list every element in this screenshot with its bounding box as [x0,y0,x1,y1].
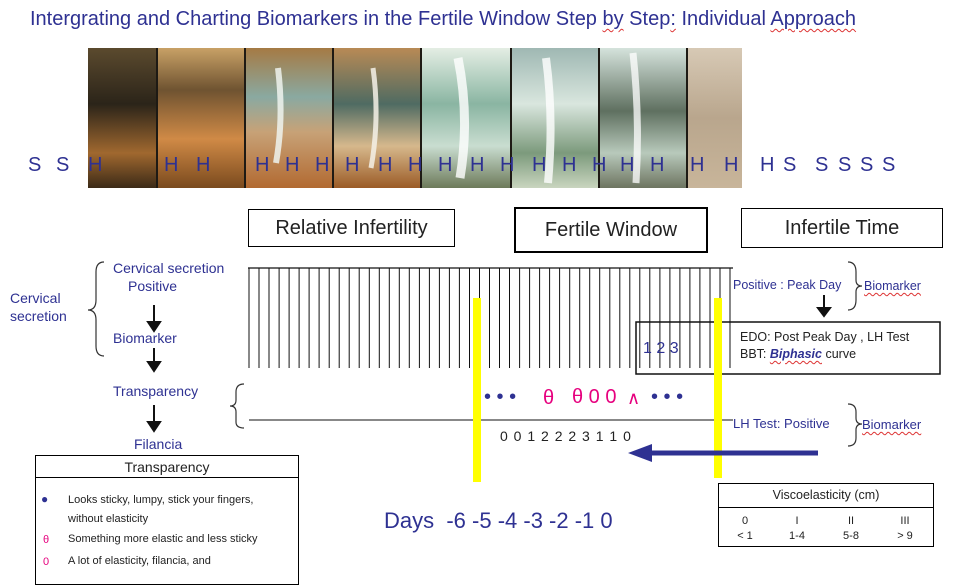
legend-item-1-line-1: Looks sticky, lumpy, stick your fingers, [68,494,254,506]
sequence-letter-s: S [860,154,874,176]
transparency-legend: Transparency ● Looks sticky, lumpy, stic… [35,455,299,585]
page-title: Intergrating and Charting Biomarkers in … [30,8,857,30]
sequence-letter-h: H [408,154,423,176]
bbt-label: BBT: Biphasic curve [740,347,857,361]
sequence-letter-h: H [88,154,103,176]
fertile-end-bar [714,298,722,478]
transparency-symbols-right: • • • [651,386,684,408]
visc-grade-2: II [847,515,855,527]
post-peak-days: 1 2 3 [643,340,679,357]
viscoelasticity-title: Viscoelasticity (cm) [772,488,880,502]
legend-item-2: Something more elastic and less sticky [68,533,258,545]
viscoelasticity-table: Viscoelasticity (cm) 0 I II III < 1 1-4 … [718,483,934,547]
sequence-letter-s: S [28,154,42,176]
sequence-letter-h: H [470,154,485,176]
mucus-photo-6 [512,48,598,188]
sequence-letter-h: H [500,154,515,176]
legend-item-3: A lot of elasticity, filancia, and [68,555,211,567]
mucus-photo-7 [600,48,686,188]
cervical-side-label-1: Cervical [10,290,61,306]
visc-range-0: < 1 [737,530,753,542]
visc-range-2: 5-8 [843,530,859,542]
fertile-start-bar [473,298,481,482]
sequence-letter-h: H [315,154,330,176]
viscosity-grades: 0 0 1 2 2 2 3 1 1 0 [500,428,632,444]
sequence-letter-s: S [815,154,829,176]
sequence-letter-h: H [650,154,665,176]
sequence-letter-h: H [438,154,453,176]
day-tick-lines [248,268,731,368]
positive-label: Positive [128,278,178,294]
mucus-photo-3 [246,48,332,188]
sequence-letter-h: H [164,154,179,176]
sequence-letter-h: H [196,154,211,176]
legend-zero-icon: 0 [43,556,50,568]
visc-range-3: > 9 [897,530,913,542]
lh-test-label: LH Test: Positive [733,416,830,431]
biomarker-right-label-1: Biomarker [864,279,921,293]
mucus-photo-8 [688,48,742,188]
infertile-time-box: Infertile Time [741,208,943,248]
edo-label: EDO: Post Peak Day , LH Test [740,330,910,344]
legend-dot-icon: ● [41,492,49,506]
sequence-letter-s: S [882,154,896,176]
transparency-brace [229,383,245,429]
cervical-side-label-2: secretion [10,308,67,324]
sequence-letter-h: H [724,154,739,176]
sequence-letter-h: H [345,154,360,176]
biomarker-label: Biomarker [113,330,177,346]
sequence-letter-s: S [838,154,852,176]
sequence-letter-h: H [690,154,705,176]
legend-item-1-line-2: without elasticity [68,513,149,525]
visc-grade-3: III [900,515,910,527]
days-axis: Days -6 -5 -4 -3 -2 -1 0 [384,508,613,533]
sequence-letter-h: H [285,154,300,176]
filancia-label: Filancia [134,436,183,452]
cervical-brace [87,261,105,357]
mucus-strands [273,52,641,184]
transparency-label: Transparency [113,383,199,399]
mucus-photo-2 [158,48,244,188]
sequence-letter-s: S [783,154,797,176]
sequence-letter-s: S [56,154,70,176]
visc-grade-1: I [795,515,799,527]
sequence-letter-h: H [592,154,607,176]
cervical-secretion-label: Cervical secretion [113,260,225,276]
lh-test-brace [847,403,863,447]
legend-divider [36,477,298,478]
sequence-letter-h: H [378,154,393,176]
legend-title: Transparency [124,459,210,475]
relative-infertility-box: Relative Infertility [248,209,455,247]
transparency-theta-zero-group: θ 0 0 [572,386,617,408]
fertile-window-box: Fertile Window [514,207,708,253]
visc-grade-0: 0 [741,515,749,527]
backward-count-arrow-head [628,444,652,462]
sequence-letter-h: H [620,154,635,176]
sequence-letter-h: H [760,154,775,176]
viscoelasticity-divider [719,507,933,508]
mucus-photo-1 [88,48,156,188]
transparency-symbols-left: • • • [484,386,517,408]
biomarker-right-label-2: Biomarker [862,417,922,432]
transparency-caret: ∧ [627,388,641,408]
peak-day-brace [847,261,863,311]
transparency-theta-1: θ [543,387,555,409]
mucus-photo-strip [88,48,742,188]
sequence-letter-h: H [562,154,577,176]
positive-peak-day-label: Positive : Peak Day [733,278,842,292]
visc-range-1: 1-4 [789,530,805,542]
edo-bbt-box [635,321,941,375]
sequence-letter-h: H [255,154,270,176]
legend-theta-icon: θ [43,534,50,546]
sequence-letter-h: H [532,154,547,176]
